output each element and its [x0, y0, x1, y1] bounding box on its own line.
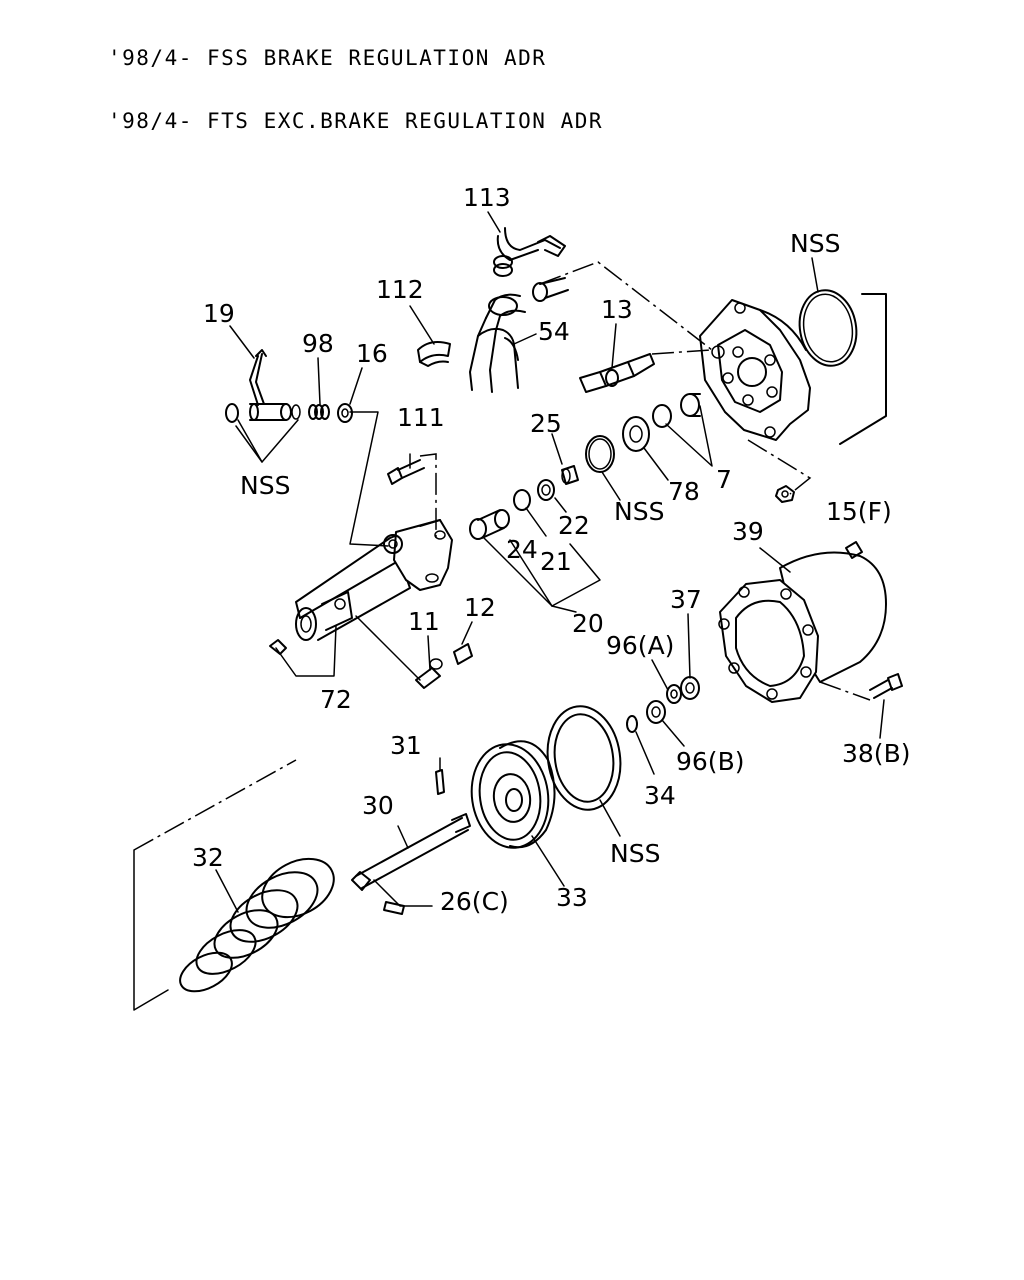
part-38b-bolt — [869, 673, 903, 699]
callout-labels: 113 NSS 112 54 13 19 98 16 111 25 NSS 78… — [192, 183, 910, 916]
callout-113: 113 — [463, 183, 511, 212]
part-13-sensor — [579, 353, 655, 393]
callout-54: 54 — [538, 317, 570, 346]
part-112-clip — [417, 341, 451, 367]
part-7-bushings — [652, 393, 701, 428]
callout-72: 72 — [320, 685, 352, 714]
callout-nss-mid: NSS — [614, 497, 664, 526]
callout-15f: 15(F) — [826, 497, 892, 526]
part-33-piston-plate — [470, 740, 556, 849]
callout-20: 20 — [572, 609, 604, 638]
callout-24: 24 — [506, 535, 538, 564]
assembly-centerlines — [133, 261, 871, 851]
callout-7: 7 — [716, 465, 732, 494]
callout-19: 19 — [203, 299, 235, 328]
callout-nss-low: NSS — [610, 839, 660, 868]
callout-111: 111 — [397, 403, 445, 432]
callout-30: 30 — [362, 791, 394, 820]
callout-112: 112 — [376, 275, 424, 304]
callout-12: 12 — [464, 593, 496, 622]
callout-37: 37 — [670, 585, 702, 614]
callout-nss-top: NSS — [790, 229, 840, 258]
callout-39: 39 — [732, 517, 764, 546]
part-16-seal — [337, 403, 353, 423]
part-15f-nut — [775, 485, 795, 503]
part-31-pin — [435, 769, 445, 795]
part-nss-ring-mid — [585, 435, 615, 473]
callout-25: 25 — [530, 409, 562, 438]
part-37-nut — [680, 676, 700, 700]
part-19-bleeder — [225, 349, 301, 423]
callout-21: 21 — [540, 547, 572, 576]
callout-78: 78 — [668, 477, 700, 506]
callout-16: 16 — [356, 339, 388, 368]
callout-38b: 38(B) — [842, 739, 910, 768]
leader-lines — [133, 211, 885, 1011]
part-96b-washer — [646, 700, 666, 724]
part-12-cap — [453, 643, 473, 665]
callout-26c: 26(C) — [440, 887, 509, 916]
part-25-valve — [561, 465, 579, 485]
part-111-bolt — [387, 459, 425, 485]
part-98-spring — [308, 404, 330, 420]
callout-11: 11 — [408, 607, 440, 636]
callout-33: 33 — [556, 883, 588, 912]
part-78-seal — [622, 416, 650, 452]
part-cylinder-body — [269, 519, 453, 655]
part-34-ring — [626, 715, 638, 733]
part-96a-washer — [666, 684, 682, 704]
callout-32: 32 — [192, 843, 224, 872]
callout-13: 13 — [601, 295, 633, 324]
part-32-spring — [179, 857, 335, 993]
part-26c-pin — [383, 901, 405, 915]
diagram-header: '98/4- FSS BRAKE REGULATION ADR '98/4- F… — [108, 6, 603, 153]
part-113-pipe-bracket — [493, 227, 566, 277]
callout-31: 31 — [390, 731, 422, 760]
callout-96a: 96(A) — [606, 631, 674, 660]
part-flange-cover — [699, 299, 811, 441]
part-20-piston-set — [469, 479, 555, 540]
callout-34: 34 — [644, 781, 676, 810]
part-o-ring-top — [798, 289, 858, 367]
header-line-2: '98/4- FTS EXC.BRAKE REGULATION ADR — [108, 109, 604, 133]
bracket-top-right — [839, 293, 887, 445]
callout-22: 22 — [558, 511, 590, 540]
callout-98: 98 — [302, 329, 334, 358]
callout-nss-left: NSS — [240, 471, 290, 500]
part-30-push-rod — [351, 813, 471, 891]
header-line-1: '98/4- FSS BRAKE REGULATION ADR — [108, 46, 547, 70]
callout-96b: 96(B) — [676, 747, 744, 776]
part-39-chamber — [718, 541, 887, 703]
